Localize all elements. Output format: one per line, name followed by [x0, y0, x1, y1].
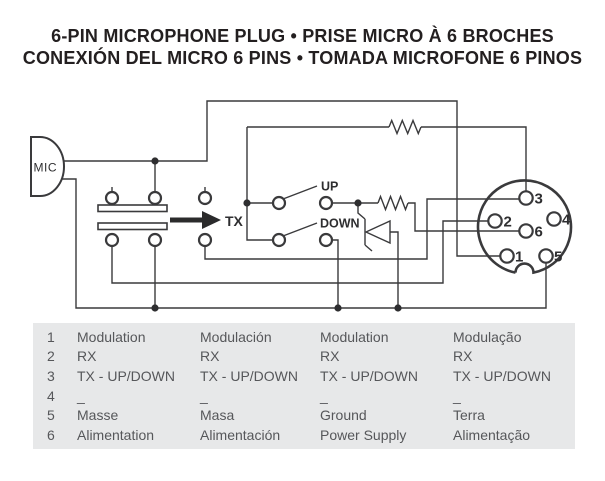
function-fr: Alimentation	[77, 427, 155, 444]
function-es: _	[200, 387, 208, 404]
ptt-switch	[97, 187, 213, 248]
function-es: Masa	[200, 407, 235, 424]
function-es: Alimentación	[200, 427, 281, 444]
function-pt: Modulação	[453, 328, 522, 345]
function-fr: RX	[77, 348, 97, 365]
wire-resistor-to-pin6	[408, 202, 519, 232]
wire-mic-to-pin1	[62, 100, 500, 257]
table-row: 2 RX RX RX RX	[33, 347, 575, 367]
function-fr: Masse	[77, 407, 119, 424]
pin-function-table: 1 Modulation Modulación Modulation Modul…	[33, 323, 575, 449]
wire-rx-to-pin2	[111, 220, 488, 284]
diode-cathode	[357, 203, 373, 252]
up-contact-left	[271, 195, 287, 211]
connector-shell	[476, 179, 573, 275]
pin-6-hole	[518, 223, 534, 239]
pin-number: 5	[47, 407, 55, 424]
function-es: TX - UP/DOWN	[200, 368, 298, 385]
table-row: 5 Masse Masa Ground Terra	[33, 406, 575, 426]
up-switch: UP	[271, 180, 338, 211]
page-title: 6-PIN MICROPHONE PLUG • PRISE MICRO À 6 …	[0, 25, 605, 69]
table-row: 3 TX - UP/DOWN TX - UP/DOWN TX - UP/DOWN…	[33, 366, 575, 386]
pin-number: 1	[47, 328, 55, 345]
diode-anode	[390, 231, 399, 308]
down-contact-left	[271, 232, 287, 248]
table-row: 4 _ _ _ _	[33, 386, 575, 406]
up-label: UP	[321, 180, 338, 194]
title-line-1: 6-PIN MICROPHONE PLUG • PRISE MICRO À 6 …	[51, 26, 554, 46]
pin-5-hole	[538, 248, 554, 264]
function-fr: TX - UP/DOWN	[77, 368, 175, 385]
pin-number: 4	[47, 387, 55, 404]
tx-label: TX	[225, 213, 244, 229]
down-label: DOWN	[320, 217, 360, 231]
up-lever	[282, 185, 318, 200]
diode	[357, 203, 399, 308]
up-contact-right	[318, 195, 334, 211]
mic-body	[30, 136, 65, 197]
pin-2-hole	[487, 213, 503, 229]
function-en: RX	[320, 348, 340, 365]
table-row: 1 Modulation Modulación Modulation Modul…	[33, 327, 575, 347]
resistor-updown	[377, 194, 409, 212]
function-en: _	[320, 387, 328, 404]
pin-6-label: 6	[535, 224, 543, 241]
tx-arrow: TX	[170, 211, 244, 229]
pin-number: 2	[47, 348, 55, 365]
wire-tx-to-pin3	[204, 198, 519, 260]
pin-number: 3	[47, 368, 55, 385]
function-pt: Alimentação	[453, 427, 531, 444]
function-en: Ground	[320, 407, 367, 424]
down-contact-right	[318, 232, 334, 248]
table-row: 6 Alimentation Alimentación Power Supply…	[33, 425, 575, 445]
function-es: RX	[200, 348, 220, 365]
wires	[60, 100, 547, 309]
wire-down-to-ground	[332, 239, 339, 308]
pin-1-hole	[499, 248, 515, 264]
pin-5-label: 5	[554, 249, 562, 266]
wire-rail-to-pin3	[247, 126, 527, 191]
pin-number: 6	[47, 427, 55, 444]
function-en: Power Supply	[320, 427, 407, 444]
function-en: Modulation	[320, 328, 389, 345]
resistor-top	[388, 118, 422, 136]
din-connector: 3 2 4 6 1 5	[476, 179, 573, 275]
function-es: Modulación	[200, 328, 272, 345]
junction-dots	[151, 157, 402, 312]
function-pt: Terra	[453, 407, 485, 424]
switch-bar-bottom	[97, 222, 168, 231]
mic-label: MIC	[34, 161, 58, 175]
down-lever	[282, 222, 318, 237]
arrow-shape	[170, 211, 221, 229]
wire-ground-rail	[60, 178, 547, 309]
switch-contacts	[104, 190, 213, 248]
down-switch: DOWN	[271, 217, 360, 248]
pin-3-label: 3	[535, 191, 543, 208]
pin-1-label: 1	[515, 249, 523, 266]
diode-triangle	[364, 219, 391, 245]
switch-bar-top	[97, 204, 168, 213]
contact-stubs	[111, 187, 206, 192]
function-pt: TX - UP/DOWN	[453, 368, 551, 385]
wire-updown-common	[246, 127, 273, 241]
mic: MIC	[30, 136, 65, 197]
function-pt: _	[453, 387, 461, 404]
pin-2-label: 2	[504, 214, 512, 231]
pin-4-hole	[546, 211, 562, 227]
pin-3-hole	[518, 190, 534, 206]
function-pt: RX	[453, 348, 473, 365]
function-fr: _	[77, 387, 85, 404]
pin-4-label: 4	[562, 212, 571, 229]
function-fr: Modulation	[77, 328, 146, 345]
title-line-2: CONEXIÓN DEL MICRO 6 PINS • TOMADA MICRO…	[22, 48, 583, 68]
function-en: TX - UP/DOWN	[320, 368, 418, 385]
